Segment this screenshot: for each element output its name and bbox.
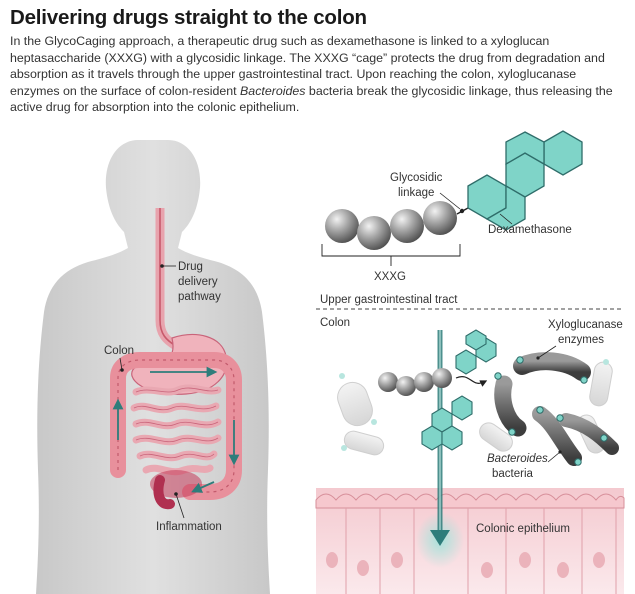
label-inflammation: Inflammation (156, 521, 222, 533)
label-dexamethasone: Dexamethasone (488, 224, 572, 236)
intro-italic-bacteroides: Bacteroides (240, 83, 306, 98)
released-dexamethasone (421, 329, 497, 451)
bacteroides-bacteria (494, 352, 619, 466)
label-linkage: linkage (398, 187, 434, 199)
body-labels: Drug delivery pathway Colon Inflammation (104, 261, 222, 533)
xxxg-dexamethasone-molecule: XXXG Glycosidic linkage Dexamethasone (321, 130, 583, 283)
glycosidic-linkage-dot (459, 208, 465, 214)
xxxg-sphere (357, 216, 391, 250)
xyloglucanase-enzyme-dots (494, 356, 608, 466)
label-glycosidic: Glycosidic (390, 172, 443, 184)
label-colon-section: Colon (320, 317, 350, 329)
xxxg-sphere (423, 201, 457, 235)
colon-labels: Xyloglucanase enzymes Bacteroides bacter… (487, 319, 623, 480)
intro-text-2: bacteria break the glycosidic linkage, t… (10, 83, 613, 115)
label-delivery: delivery (178, 276, 218, 288)
label-colon-body: Colon (104, 345, 134, 357)
intro-text-1: In the GlycoCaging approach, a therapeut… (10, 34, 605, 98)
label-xxxg: XXXG (374, 271, 406, 283)
dexamethasone-rings (467, 130, 583, 231)
label-drug: Drug (178, 261, 203, 273)
colon-body-illustration (110, 352, 242, 510)
xxxg-sphere (390, 209, 424, 243)
label-xyloglucanase: Xyloglucanase (548, 319, 623, 331)
label-bacteria: bacteria (492, 468, 534, 480)
label-bacteroides: Bacteroides (487, 453, 548, 465)
colonic-epithelium: Colonic epithelium (315, 488, 625, 594)
label-epithelium: Colonic epithelium (476, 523, 570, 535)
intro-paragraph: In the GlycoCaging approach, a therapeut… (10, 33, 625, 116)
diagram-title: Delivering drugs straight to the colon (10, 6, 367, 29)
xxxg-sphere (325, 209, 359, 243)
label-upper-gi: Upper gastrointestinal tract (320, 294, 458, 306)
label-enzymes: enzymes (558, 334, 604, 346)
label-pathway: pathway (178, 291, 221, 303)
cleaved-xxxg-chain (378, 368, 488, 396)
